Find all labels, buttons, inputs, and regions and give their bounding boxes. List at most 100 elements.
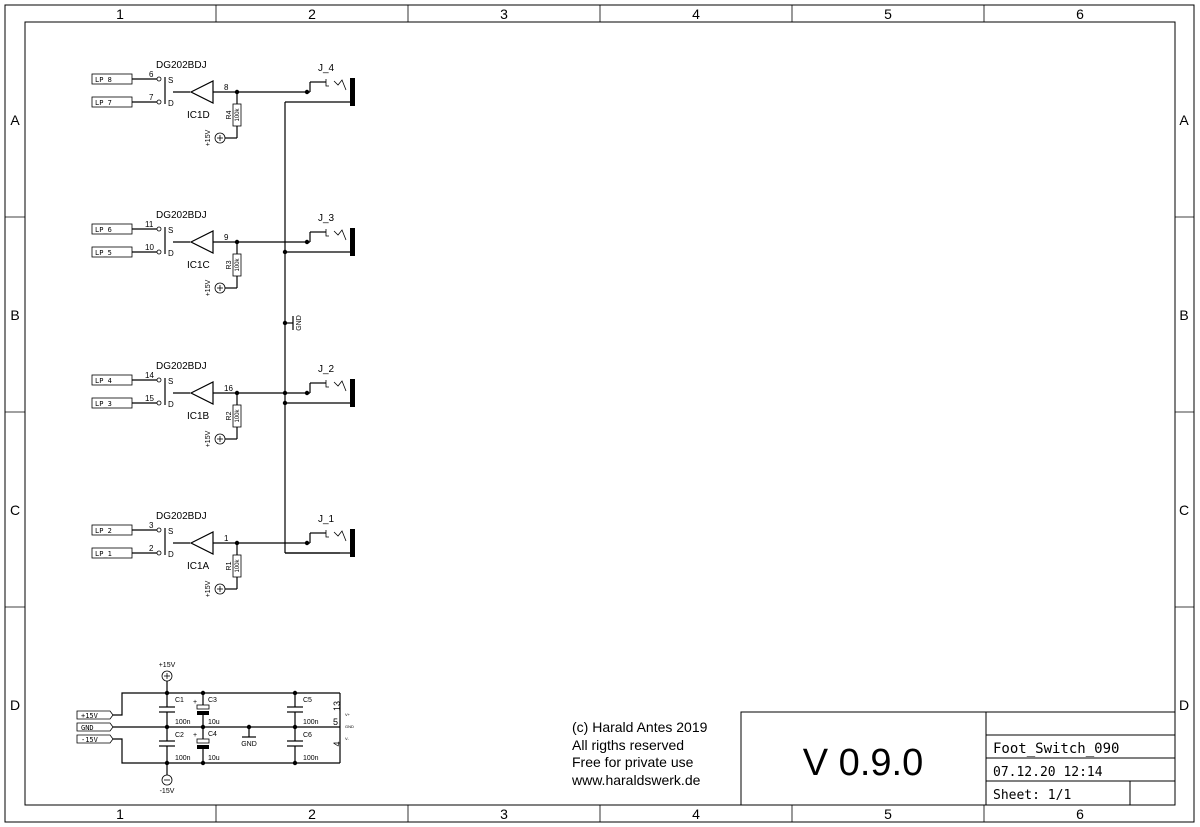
part-name: DG202BDJ — [156, 361, 207, 372]
net-label-d: LP_5 — [95, 249, 112, 257]
jack-body — [350, 228, 355, 256]
supply-symbol — [214, 433, 226, 445]
connector-flag — [76, 734, 114, 744]
ic-ref: IC1A — [187, 561, 210, 572]
part-name: DG202BDJ — [156, 210, 207, 221]
column-label-top: 3 — [500, 6, 508, 22]
column-label-top: 6 — [1076, 6, 1084, 22]
pin-letter-d: D — [168, 400, 174, 409]
row-label-left: C — [10, 502, 20, 518]
driver-triangle — [189, 230, 214, 254]
row-label-right: C — [1179, 502, 1189, 518]
column-label-bottom: 6 — [1076, 806, 1084, 822]
row-label-left: B — [10, 307, 19, 323]
ic-pin-name: V- — [345, 736, 349, 741]
gnd-label: GND — [241, 741, 257, 748]
supply-label: +15V — [205, 580, 212, 597]
resistor-ref: R3 — [226, 260, 233, 269]
driver-triangle — [189, 80, 214, 104]
switch-block-ic1d: LP_8 LP_7 S D 6 7 DG202BDJ IC1D 8 100k R… — [91, 60, 355, 146]
part-name: DG202BDJ — [156, 511, 207, 522]
ic-power-pin: 4 — [332, 741, 342, 746]
net-label-s: LP_4 — [95, 377, 112, 385]
ic-ref: IC1D — [187, 110, 210, 121]
resistor-value: 100k — [235, 558, 241, 572]
net-label-d: LP_3 — [95, 400, 112, 408]
column-label-bottom: 1 — [116, 806, 124, 822]
column-label-top: 4 — [692, 6, 700, 22]
filename: Foot_Switch_090 — [993, 741, 1119, 757]
cap-body — [196, 738, 210, 744]
copyright-line: (c) Harald Antes 2019 — [572, 719, 708, 735]
cap-value: 100n — [303, 755, 319, 762]
column-label-bottom: 3 — [500, 806, 508, 822]
supply-symbol — [214, 132, 226, 144]
column-label-top: 1 — [116, 6, 124, 22]
driver-triangle — [189, 381, 214, 405]
cap-ref: C1 — [175, 697, 184, 704]
resistor-ref: R2 — [226, 411, 233, 420]
cap-ref: C5 — [303, 697, 312, 704]
jack-ref: J_2 — [318, 364, 335, 375]
cap-value: 10u — [208, 755, 220, 762]
copyright-block: (c) Harald Antes 2019 All rigths reserve… — [571, 719, 708, 788]
jack-body — [350, 78, 355, 106]
pin-letter-d: D — [168, 550, 174, 559]
pin-letter-d: D — [168, 99, 174, 108]
net-label-d: LP_7 — [95, 99, 112, 107]
cap-ref: C2 — [175, 732, 184, 739]
pin-number-s: 14 — [145, 371, 154, 380]
pin-letter-s: S — [168, 527, 173, 536]
drawing-frame: 1 2 3 4 5 6 1 2 3 4 5 6 A B C D A B C D — [4, 4, 1195, 823]
cap-polarity: + — [193, 732, 197, 739]
pin-number-d: 7 — [149, 93, 154, 102]
pin-letter-s: S — [168, 76, 173, 85]
jack-body — [350, 379, 355, 407]
supply-symbol — [214, 282, 226, 294]
supply-label: +15V — [205, 430, 212, 447]
jack-ref: J_3 — [318, 213, 335, 224]
resistor-value: 100k — [235, 257, 241, 271]
cap-value: 100n — [175, 719, 191, 726]
jack-body — [350, 529, 355, 557]
pin-number-out: 9 — [224, 233, 229, 242]
cap-ref: C6 — [303, 732, 312, 739]
row-label-right: A — [1179, 112, 1189, 128]
pin-number-s: 11 — [145, 220, 154, 229]
row-label-left: D — [10, 697, 20, 713]
supply-label: +15V — [205, 129, 212, 146]
switch-block-ic1c: LP_6 LP_5 S D 11 10 DG202BDJ IC1C 9 100k… — [91, 210, 355, 296]
plus-supply-label: +15V — [159, 662, 176, 669]
cap-ref: C4 — [208, 731, 217, 738]
date-stamp: 07.12.20 12:14 — [993, 765, 1103, 780]
column-label-top: 2 — [308, 6, 316, 22]
power-section: +15V -15V +15V GND -15V C1 100n C2 — [76, 662, 354, 795]
part-name: DG202BDJ — [156, 60, 207, 71]
cap-body — [196, 704, 210, 710]
net-label-d: LP_1 — [95, 550, 112, 558]
pin-number-d: 2 — [149, 544, 154, 553]
pin-letter-s: S — [168, 226, 173, 235]
gnd-label: GND — [296, 315, 303, 331]
connector-flag — [76, 710, 114, 720]
pin-number-s: 3 — [149, 521, 154, 530]
pin-letter-d: D — [168, 249, 174, 258]
connector-label: GND — [81, 724, 94, 732]
cap-polarity: + — [193, 699, 197, 706]
cap-value: 10u — [208, 719, 220, 726]
driver-triangle — [189, 531, 214, 555]
switch-block-ic1b: LP_4 LP_3 S D 14 15 DG202BDJ IC1B 16 100… — [91, 361, 355, 447]
title-block: V 0.9.0 Foot_Switch_090 07.12.20 12:14 S… — [740, 711, 1176, 806]
copyright-line: All rigths reserved — [572, 737, 684, 753]
switch-block-ic1a: LP_2 LP_1 S D 3 2 DG202BDJ IC1A 1 100k R… — [91, 511, 355, 597]
ic-ref: IC1C — [187, 260, 210, 271]
pin-number-out: 8 — [224, 83, 229, 92]
minus-supply-label: -15V — [160, 788, 175, 795]
supply-label: +15V — [205, 279, 212, 296]
copyright-line: Free for private use — [572, 754, 694, 770]
copyright-line: www.haraldswerk.de — [571, 772, 701, 788]
resistor-ref: R4 — [226, 110, 233, 119]
ic-power-pin: 5 — [333, 717, 338, 727]
